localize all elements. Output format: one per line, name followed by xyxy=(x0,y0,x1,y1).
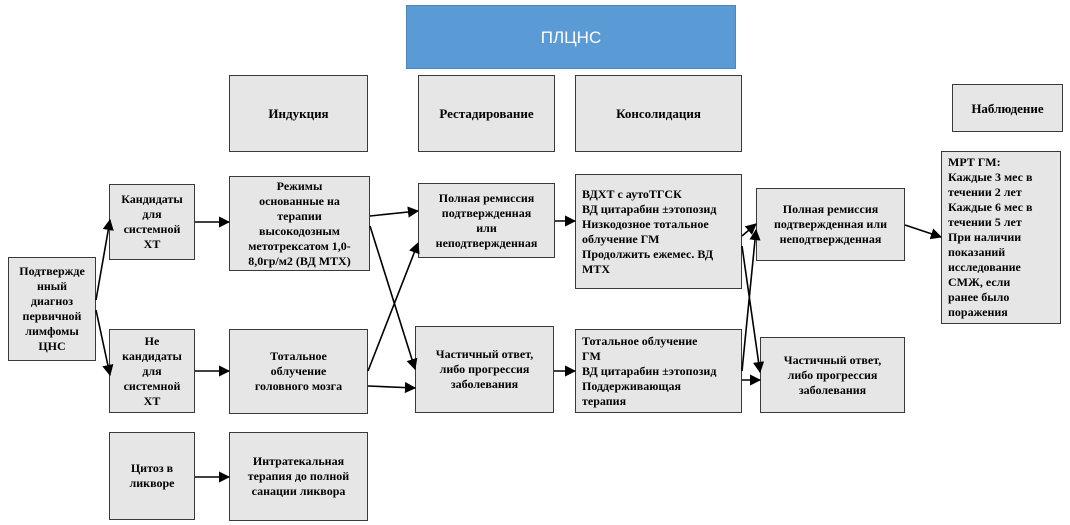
box-text-line: основанные на xyxy=(259,193,340,208)
arrow-cons1-to-partial-2 xyxy=(741,245,765,374)
box-text-line: Каждые 3 мес в xyxy=(948,170,1033,184)
box-text-line: течении 5 лет xyxy=(948,215,1022,229)
arrow-remission-2-to-observation xyxy=(904,224,943,240)
box-text-line: для xyxy=(142,207,162,221)
arrow-cons2-to-remission-2 xyxy=(741,228,761,372)
box-text-line: подтвержденная xyxy=(441,205,532,220)
box-text-line: Полная ремиссия xyxy=(782,202,879,216)
box-text-line: исследование xyxy=(948,260,1021,274)
box-text-line: метотрексатом 1,0- xyxy=(248,238,351,253)
title-box: ПЛЦНС xyxy=(406,5,736,69)
arrow-cons1-to-remission-2 xyxy=(741,223,757,237)
box-text-line: нный xyxy=(36,279,68,293)
box-text-line: Тотальное xyxy=(270,349,327,363)
box-text-line: ЦНС xyxy=(38,339,66,353)
box-text-line: ВДХТ с аутоТГСК xyxy=(582,186,682,201)
stage-restaging-label: Рестадирование xyxy=(439,106,534,121)
box-text-line: Кандидаты xyxy=(121,192,183,206)
box-text-line: заболевания xyxy=(798,382,867,397)
box-text-line: Режимы xyxy=(276,178,323,193)
box-text-line: или xyxy=(476,220,497,235)
box-text-line: неподтвержденная xyxy=(435,235,538,250)
box-text-line: для xyxy=(142,363,162,378)
box-text-line: Тотальное облучение xyxy=(582,333,698,348)
arrow-wbrt-to-partial xyxy=(367,381,417,394)
stage-observation-label: Наблюдение xyxy=(971,100,1044,116)
stage-restaging: Рестадирование xyxy=(418,75,555,152)
stage-consolidation-label: Консолидация xyxy=(616,106,701,121)
box-text-line: ГМ xyxy=(582,348,601,363)
box-text-line: При наличии xyxy=(948,230,1022,244)
stage-observation: Наблюдение xyxy=(952,84,1063,132)
box-text-line: подтвержденная или xyxy=(774,217,887,231)
box-text-line: головного мозга xyxy=(254,379,343,393)
box-text-line: высокодозным xyxy=(259,223,340,238)
box-text-line: либо прогрессия xyxy=(439,362,530,376)
box-text-line: Каждые 6 мес в xyxy=(948,200,1033,214)
box-text-line: системной xyxy=(123,378,181,393)
box-text-line: Полная ремиссия xyxy=(438,190,535,205)
stage-consolidation: Консолидация xyxy=(575,75,742,152)
box-text-line: Интратекальная xyxy=(252,454,345,468)
box-text-line: ВД цитарабин ±этопозид xyxy=(582,363,717,378)
arrow-diagnosis-to-systemic xyxy=(95,218,114,301)
title-text: ПЛЦНС xyxy=(540,27,602,47)
box-text-line: Продолжить ежемес. ВД xyxy=(582,246,714,261)
box-text-line: ХТ xyxy=(143,393,161,408)
box-text-line: либо прогрессия xyxy=(787,367,878,382)
box-text-line: СМЖ, если xyxy=(948,275,1011,289)
box-text-line: Частичный ответ, xyxy=(783,352,882,367)
box-text-line: первичной xyxy=(22,309,82,323)
arrow-wbrt-to-remission xyxy=(367,241,420,372)
box-text-line: Не xyxy=(144,333,160,348)
box-text-line: облучение xyxy=(270,364,327,378)
box-text-line: неподтвержденная xyxy=(779,232,882,246)
box-text-line: заболевания xyxy=(450,377,519,391)
box-text-line: Частичный ответ, xyxy=(435,347,534,361)
box-text-line: показаний xyxy=(948,245,1006,259)
box-text-line: Поддерживающая xyxy=(582,378,682,393)
box-text-line: лимфомы xyxy=(25,324,79,338)
box-text-line: поражения xyxy=(948,305,1008,319)
stage-induction: Индукция xyxy=(229,75,368,152)
arrow-diagnosis-to-not-systemic xyxy=(95,309,114,377)
box-text-line: кандидаты xyxy=(122,348,182,363)
box-text-line: терапия xyxy=(582,393,627,408)
box-text-line: ХТ xyxy=(143,237,161,251)
box-text-line: Низкодозное тотальное xyxy=(582,216,709,231)
stage-induction-label: Индукция xyxy=(268,106,329,121)
arrow-hdmtx-to-remission xyxy=(369,206,420,218)
box-text-line: 8,0гр/м2 (ВД МТХ) xyxy=(248,253,351,268)
box-text-line: ранее было xyxy=(948,290,1010,304)
box-text-line: терапия до полной xyxy=(247,469,350,483)
box-text-line: Цитоз в xyxy=(130,461,174,475)
arrow-hdmtx-to-partial xyxy=(369,225,418,371)
box-text-line: диагноз xyxy=(30,294,74,308)
box-text-line: Подтвержде xyxy=(19,264,85,278)
box-text-line: облучение ГМ xyxy=(582,231,660,246)
box-text-line: МТХ xyxy=(582,261,610,276)
box-text-line: санации ликвора xyxy=(251,484,346,498)
box-text-line: ВД цитарабин ±этопозид xyxy=(582,201,717,216)
box-text-line: терапии xyxy=(277,208,322,223)
box-text-line: течении 2 лет xyxy=(948,185,1022,199)
box-text-line: системной xyxy=(123,222,181,236)
box-text-line: МРТ ГМ: xyxy=(948,155,1001,169)
box-text-line: ликворе xyxy=(129,476,175,490)
